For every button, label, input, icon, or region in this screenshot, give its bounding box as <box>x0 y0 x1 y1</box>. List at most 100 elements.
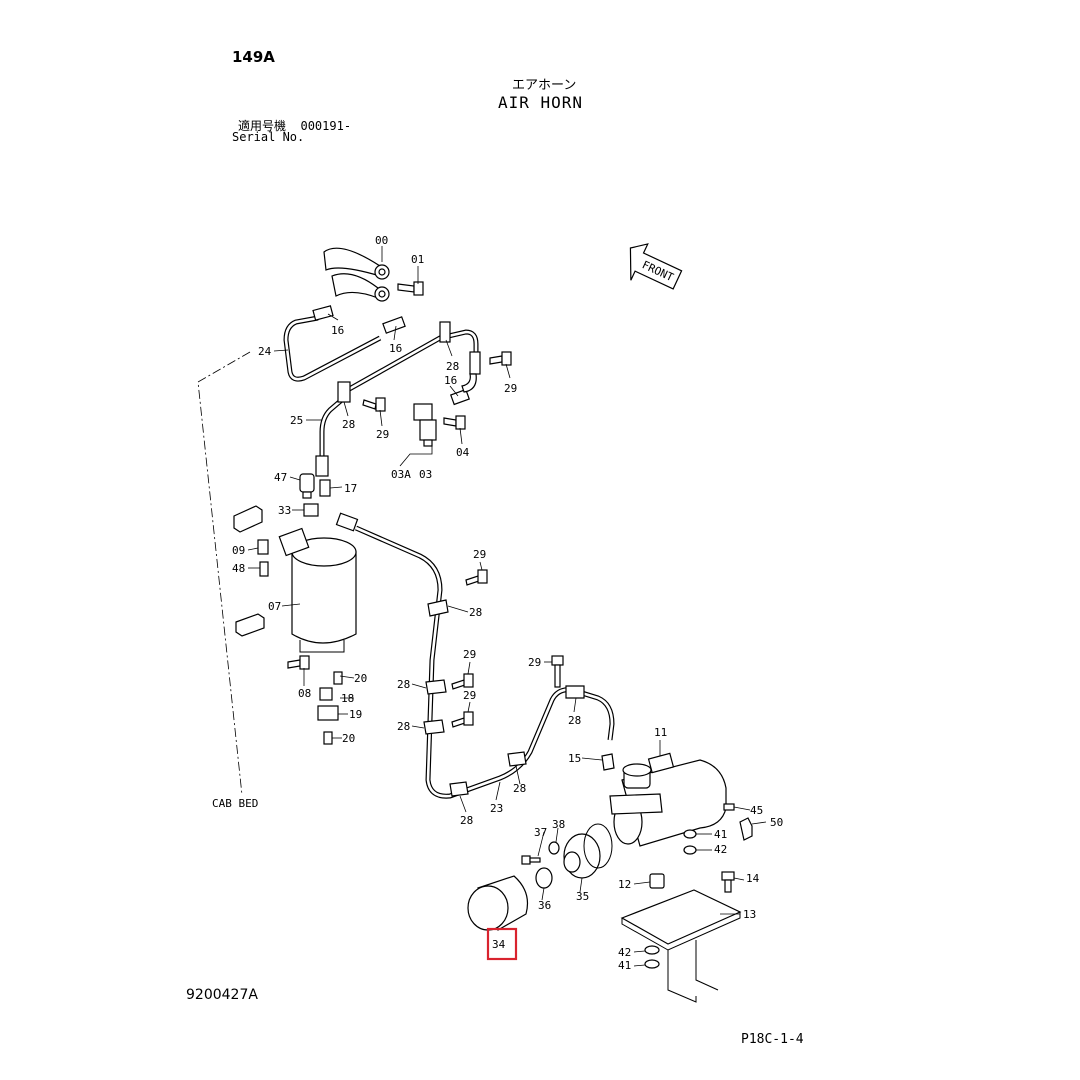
adapter-35 <box>563 833 601 879</box>
part-label-29c: 29 <box>473 548 486 561</box>
part-label-23: 23 <box>490 802 503 815</box>
part-label-28a: 28 <box>446 360 459 373</box>
clamp-28b <box>425 679 447 695</box>
valve-bolt-04 <box>443 415 466 430</box>
page-code: 149A <box>232 48 275 66</box>
part-label-38: 38 <box>552 818 565 831</box>
air-horn <box>323 247 390 302</box>
part-label-17: 17 <box>344 482 357 495</box>
horn-bolt <box>397 281 424 296</box>
part-label-24: 24 <box>258 345 272 358</box>
bolt-29c <box>465 569 488 586</box>
nut-41b <box>644 959 660 969</box>
part-label-29e: 29 <box>463 689 476 702</box>
part-label-34: 34 <box>492 938 506 951</box>
title-japanese: エアホーン <box>512 78 577 93</box>
air-pipe-24 <box>283 315 382 382</box>
part-label-25: 25 <box>290 414 303 427</box>
part-label-42a: 42 <box>714 843 727 856</box>
bolt-29d <box>451 673 474 690</box>
bracket-left-top <box>233 505 263 533</box>
air-pipe-main <box>354 525 615 799</box>
mount-12 <box>649 873 665 889</box>
part-label-29b: 29 <box>376 428 389 441</box>
part-label-45: 45 <box>750 804 763 817</box>
part-label-28c: 28 <box>469 606 482 619</box>
bolt-29e <box>451 711 474 728</box>
part-label-03A: 03A <box>391 468 411 481</box>
fitting-16c <box>450 388 470 406</box>
part-label-03: 03 <box>419 468 432 481</box>
fitting-20b <box>323 731 333 745</box>
part-label-29a: 29 <box>504 382 517 395</box>
air-pipe-upper <box>342 329 479 395</box>
part-label-35: 35 <box>576 890 589 903</box>
fitting-15 <box>601 753 615 771</box>
part-label-04: 04 <box>456 446 470 459</box>
part-label-18: 18 <box>341 692 354 705</box>
clamp-28f <box>565 685 585 699</box>
fitting-17 <box>319 479 331 497</box>
part-label-08: 08 <box>298 687 311 700</box>
part-label-41b: 41 <box>618 959 631 972</box>
fitting-19 <box>317 705 339 721</box>
bolt-29b <box>362 397 386 412</box>
fitting-20a <box>333 671 343 685</box>
part-label-28g: 28 <box>513 782 526 795</box>
clamp-28e <box>507 751 527 767</box>
air-tank <box>278 527 357 653</box>
screw-45 <box>723 803 735 811</box>
part-label-28h: 28 <box>460 814 473 827</box>
air-compressor <box>609 752 727 847</box>
bracket-28-top <box>439 321 451 343</box>
tee-33 <box>303 503 359 532</box>
leader-lines <box>247 246 767 967</box>
part-label-01: 01 <box>411 253 424 266</box>
clamp-28c <box>423 719 445 735</box>
title-english: AIR HORN <box>498 93 584 112</box>
washer-42a <box>683 845 697 855</box>
part-label-16a: 16 <box>331 324 344 337</box>
bolt-14 <box>721 871 735 893</box>
part-label-12: 12 <box>618 878 631 891</box>
part-label-14: 14 <box>746 872 760 885</box>
bolt-08 <box>287 655 310 670</box>
part-label-28b: 28 <box>342 418 355 431</box>
serial-label-japanese: 適用号機 000191- <box>238 117 351 134</box>
serial-value: 000191- <box>300 119 352 133</box>
highlight-frame <box>486 927 518 961</box>
fitting-47 <box>299 473 315 499</box>
gasket <box>583 823 613 869</box>
part-label-13: 13 <box>743 908 756 921</box>
part-labels: 00 01 16 16 16 24 28 29 28 29 25 03A 03 … <box>232 234 783 972</box>
fitting-upper <box>461 351 481 393</box>
part-label-15: 15 <box>568 752 581 765</box>
bolt-37 <box>521 855 541 865</box>
part-label-16b: 16 <box>389 342 402 355</box>
fitting-18 <box>319 687 333 701</box>
air-pipe-25 <box>319 396 346 458</box>
solenoid-valve <box>413 403 437 447</box>
part-label-36: 36 <box>538 899 551 912</box>
part-label-20b: 20 <box>342 732 355 745</box>
page-reference: P18C-1-4 <box>741 1032 804 1047</box>
serial-label-jp: 適用号機 <box>238 119 287 133</box>
part-label-11: 11 <box>654 726 667 739</box>
part-label-29d: 29 <box>463 648 476 661</box>
part-label-28d: 28 <box>397 678 410 691</box>
part-label-09: 09 <box>232 544 245 557</box>
base-plate-13 <box>620 889 742 1003</box>
part-label-37: 37 <box>534 826 547 839</box>
nut-41a <box>683 829 697 839</box>
part-label-50: 50 <box>770 816 783 829</box>
fitting-16a <box>312 305 334 321</box>
clamp-28a <box>427 599 449 617</box>
part-label-33: 33 <box>278 504 291 517</box>
part-label-28f: 28 <box>568 714 581 727</box>
bolt-29f <box>551 655 564 688</box>
part-label-47: 47 <box>274 471 287 484</box>
fitting-16b <box>382 316 406 334</box>
air-filter-34 <box>467 875 529 931</box>
part-label-19: 19 <box>349 708 362 721</box>
